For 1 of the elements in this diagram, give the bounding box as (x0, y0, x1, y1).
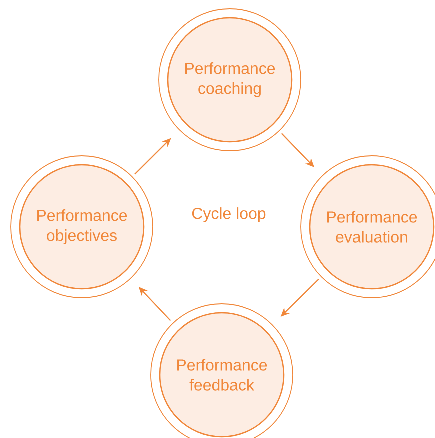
center-label: Cycle loop (192, 208, 266, 222)
